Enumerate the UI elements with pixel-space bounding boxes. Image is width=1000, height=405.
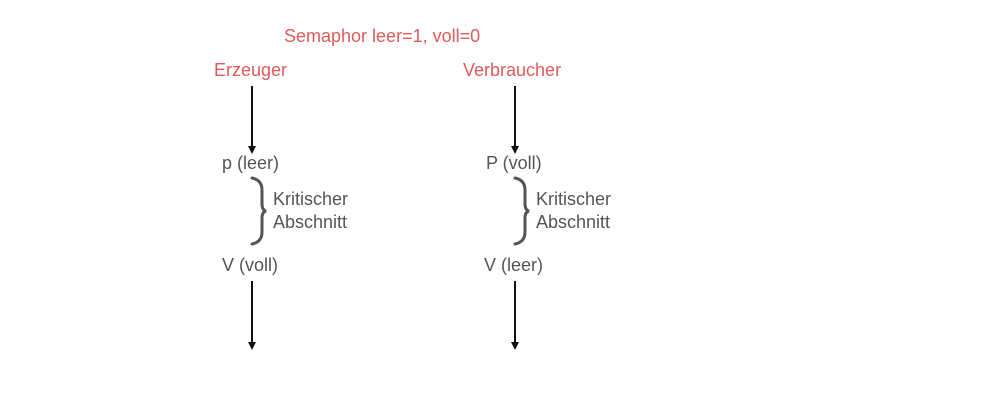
- producer-v-operation: V (voll): [222, 255, 279, 275]
- producer-critical-label-line1: Kritischer: [273, 189, 349, 209]
- consumer-critical-brace: [513, 176, 530, 246]
- producer-header: Erzeuger: [214, 60, 288, 80]
- consumer-v-operation: V (leer): [484, 255, 544, 275]
- consumer-p-operation: P (voll): [486, 153, 542, 173]
- producer-p-operation: p (leer): [222, 153, 280, 173]
- consumer-header: Verbraucher: [463, 60, 562, 80]
- consumer-critical-label-line2: Abschnitt: [536, 212, 611, 232]
- semaphore-title: Semaphor leer=1, voll=0: [284, 26, 481, 46]
- consumer-critical-label-line1: Kritischer: [536, 189, 612, 209]
- producer-critical-label-line2: Abschnitt: [273, 212, 348, 232]
- producer-critical-brace: [250, 176, 267, 246]
